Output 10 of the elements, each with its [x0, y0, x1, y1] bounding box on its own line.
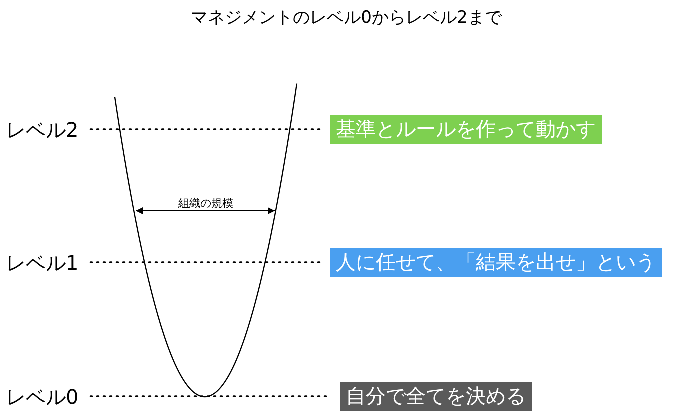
- level-description: 人に任せて、「結果を出せ」という: [330, 248, 662, 277]
- level-label: レベル1: [6, 249, 79, 278]
- level-description: 基準とルールを作って動かす: [330, 115, 602, 144]
- diagram-title: マネジメントのレベル0からレベル2まで: [190, 7, 504, 29]
- level-description: 自分で全てを決める: [340, 382, 532, 411]
- dotted-line: [90, 128, 321, 130]
- dimension-label: 組織の規模: [178, 196, 234, 211]
- dotted-line: [90, 262, 321, 264]
- level-label: レベル2: [6, 116, 79, 145]
- level-label: レベル0: [6, 383, 79, 412]
